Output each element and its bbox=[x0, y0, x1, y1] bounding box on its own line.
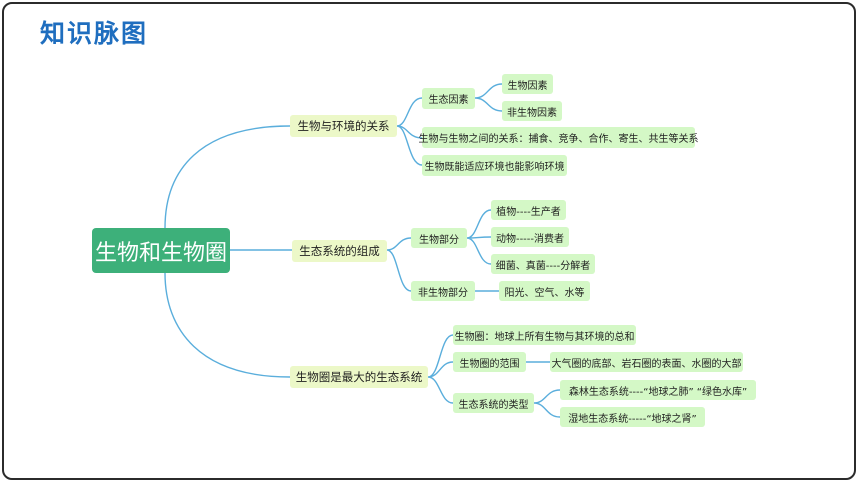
node-forest-ecosystem: 森林生态系统----“地球之肺” “绿色水库” bbox=[560, 380, 756, 400]
node-abiotic-factors: 非生物因素 bbox=[502, 101, 562, 121]
node-ecosystem-types: 生态系统的类型 bbox=[453, 393, 534, 413]
connector-b1-c1 bbox=[474, 83, 503, 112]
node-abiotic-part: 非生物部分 bbox=[411, 281, 475, 301]
node-plants-producers: 植物----生产者 bbox=[491, 200, 566, 220]
node-adapt-and-affect: 生物既能适应环境也能影响环境 bbox=[422, 155, 567, 176]
connector-b2-c1 bbox=[466, 209, 492, 265]
connector-b2 bbox=[386, 237, 412, 292]
connector-b3-c3 bbox=[533, 389, 561, 418]
mindmap-root: 生物和生物圈 bbox=[92, 228, 230, 273]
node-interspecies-relations: 生物与生物之间的关系：捕食、竞争、合作、寄生、共生等关系 bbox=[419, 127, 699, 148]
branch-biosphere-largest-ecosystem: 生物圈是最大的生态系统 bbox=[290, 366, 428, 388]
branch-environment-relation: 生物与环境的关系 bbox=[290, 115, 397, 137]
connector-b3 bbox=[427, 334, 454, 404]
node-ecological-factors: 生态因素 bbox=[422, 88, 475, 109]
node-animals-consumers: 动物-----消费者 bbox=[491, 227, 569, 247]
connector-root-b1 bbox=[164, 125, 291, 229]
node-sun-air-water: 阳光、空气、水等 bbox=[499, 281, 590, 301]
connector-b1 bbox=[396, 97, 423, 166]
page-title: 知识脉图 bbox=[40, 19, 149, 48]
node-range-detail: 大气圈的底部、岩石圈的表面、水圈的大部 bbox=[550, 352, 743, 372]
node-biotic-factors: 生物因素 bbox=[502, 74, 553, 94]
node-biotic-part: 生物部分 bbox=[411, 228, 467, 248]
node-decomposers: 细菌、真菌----分解者 bbox=[491, 254, 595, 274]
node-biosphere-range: 生物圈的范围 bbox=[453, 352, 526, 372]
node-biosphere-definition: 生物圈：地球上所有生物与其环境的总和 bbox=[453, 325, 636, 345]
connector-root-b3 bbox=[164, 272, 291, 378]
branch-ecosystem-composition: 生态系统的组成 bbox=[292, 240, 387, 262]
node-wetland-ecosystem: 湿地生态系统-----“地球之肾” bbox=[560, 407, 705, 427]
